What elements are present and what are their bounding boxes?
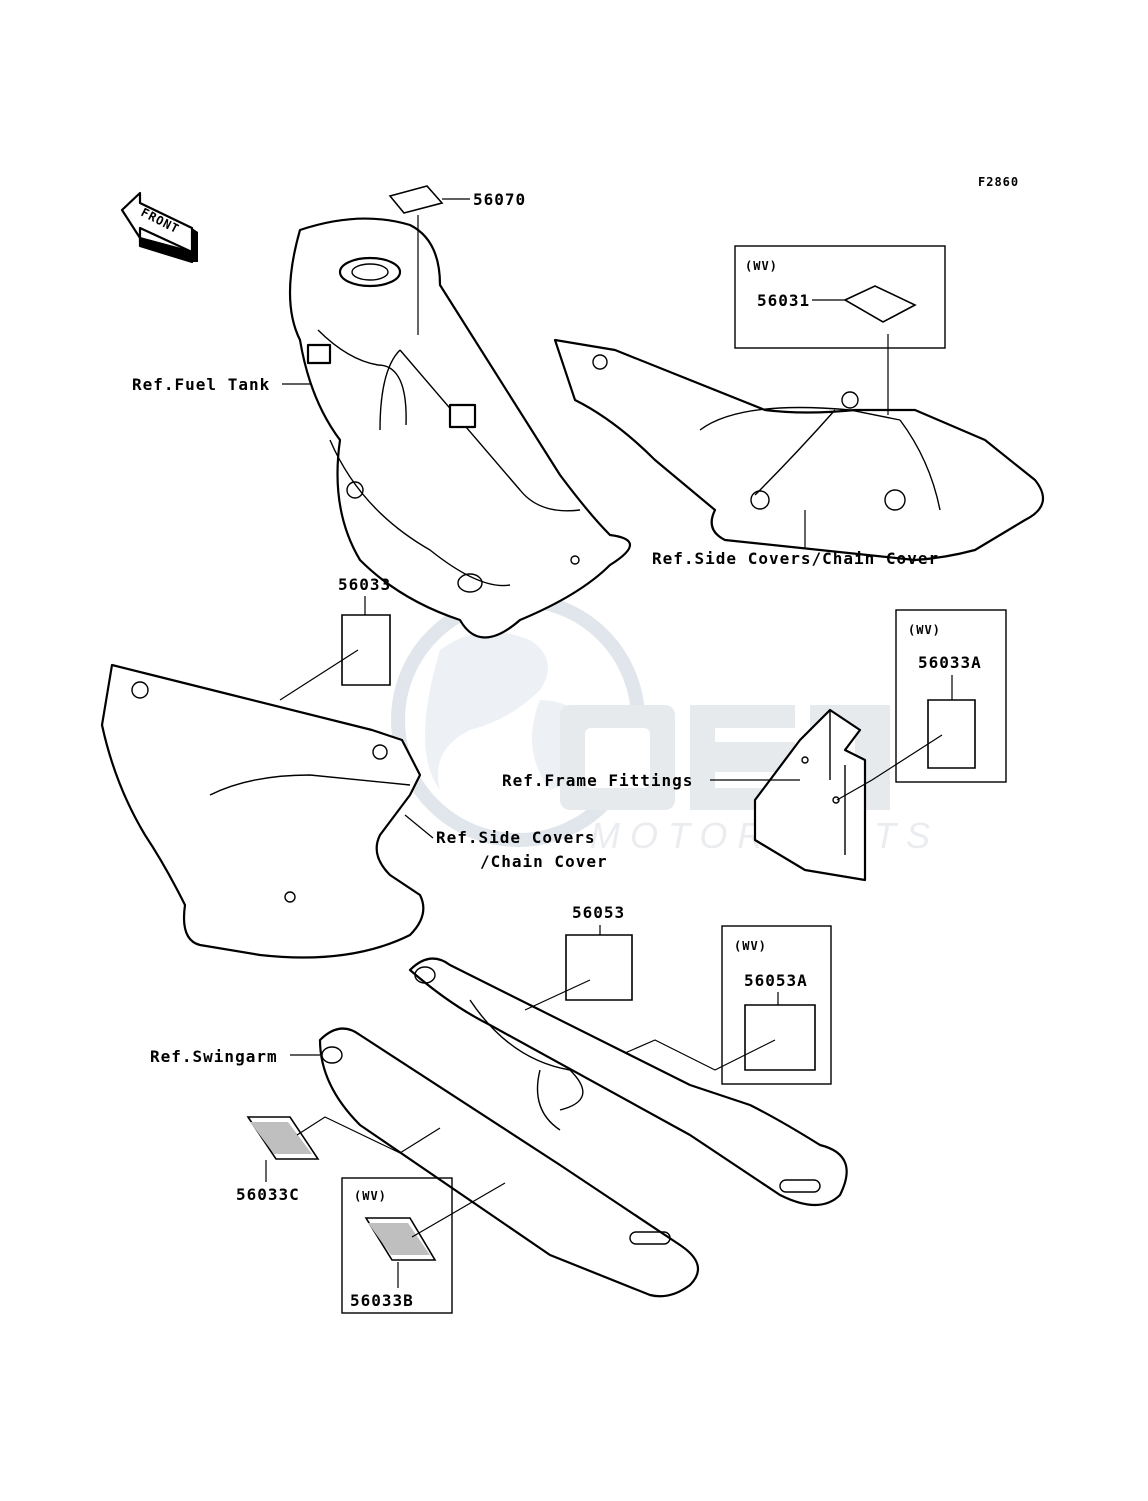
ref-side-covers-chain-cover-right: Ref.Side Covers/Chain Cover (652, 549, 939, 568)
decal-56053 (565, 934, 633, 1001)
decal-56033 (341, 614, 391, 686)
wv-56053A: (WV) (734, 939, 767, 953)
part-56070: 56070 (473, 190, 526, 209)
ref-chain-cover-left: /Chain Cover (480, 852, 608, 871)
part-56033C: 56033C (236, 1185, 300, 1204)
frame-fittings-bracket (753, 708, 867, 882)
ref-fuel-tank: Ref.Fuel Tank (132, 375, 270, 394)
wv-box-56031 (734, 245, 946, 349)
wv-box-56033A (895, 609, 1007, 783)
decal-56033A (927, 699, 976, 769)
decal-56070 (388, 185, 444, 214)
ref-side-covers-left: Ref.Side Covers (436, 828, 596, 847)
wv-box-56053A (721, 925, 832, 1085)
decal-56031 (843, 285, 917, 323)
wv-56033A: (WV) (908, 623, 941, 637)
front-arrow-icon: FRONT (120, 191, 198, 264)
part-56033A: 56033A (918, 653, 982, 672)
part-56031: 56031 (757, 291, 810, 310)
part-56033: 56033 (338, 575, 391, 594)
ref-frame-fittings: Ref.Frame Fittings (502, 771, 693, 790)
part-56033B: 56033B (350, 1291, 414, 1310)
wv-56033B: (WV) (354, 1189, 387, 1203)
fuel-tank (288, 217, 631, 639)
ref-swingarm: Ref.Swingarm (150, 1047, 278, 1066)
side-cover-right (553, 338, 1045, 562)
wv-box-56033B (341, 1177, 453, 1314)
side-cover-left (100, 663, 425, 959)
figure-code: F2860 (978, 175, 1019, 189)
swingarm (318, 957, 848, 1298)
wv-56031: (WV) (745, 259, 778, 273)
part-56053A: 56053A (744, 971, 808, 990)
part-56053: 56053 (572, 903, 625, 922)
decal-56053A (744, 1004, 816, 1071)
